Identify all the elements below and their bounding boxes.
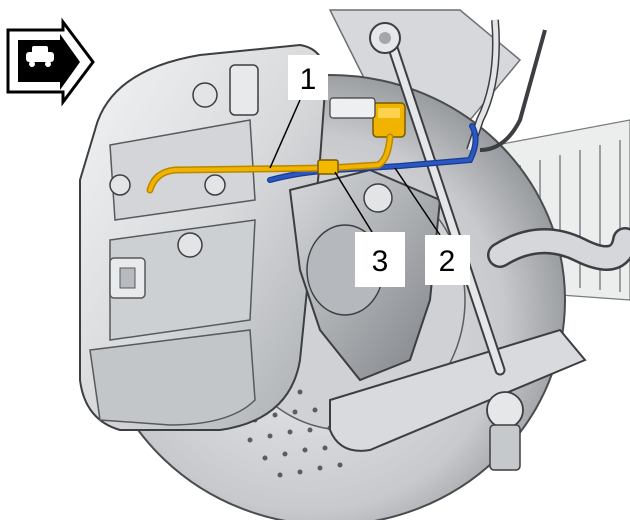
callout-3-label: 3 bbox=[372, 245, 389, 278]
brake-caliper bbox=[79, 43, 327, 431]
upper-harness bbox=[466, 19, 547, 152]
callout-2-label: 2 bbox=[439, 245, 456, 278]
callout-1: 1 bbox=[288, 55, 328, 100]
callout-1-label: 1 bbox=[300, 63, 317, 96]
stabilizer-bar bbox=[487, 227, 630, 271]
lower-control-arm bbox=[329, 328, 587, 471]
callout-2: 2 bbox=[425, 235, 470, 285]
harness-connector bbox=[329, 97, 406, 138]
line-connector-clip bbox=[317, 159, 339, 175]
callout-leaders bbox=[269, 99, 441, 236]
vehicle-front-direction-arrow-icon bbox=[6, 17, 95, 107]
callout-3: 3 bbox=[355, 232, 405, 287]
stabilizer-link bbox=[369, 22, 506, 376]
